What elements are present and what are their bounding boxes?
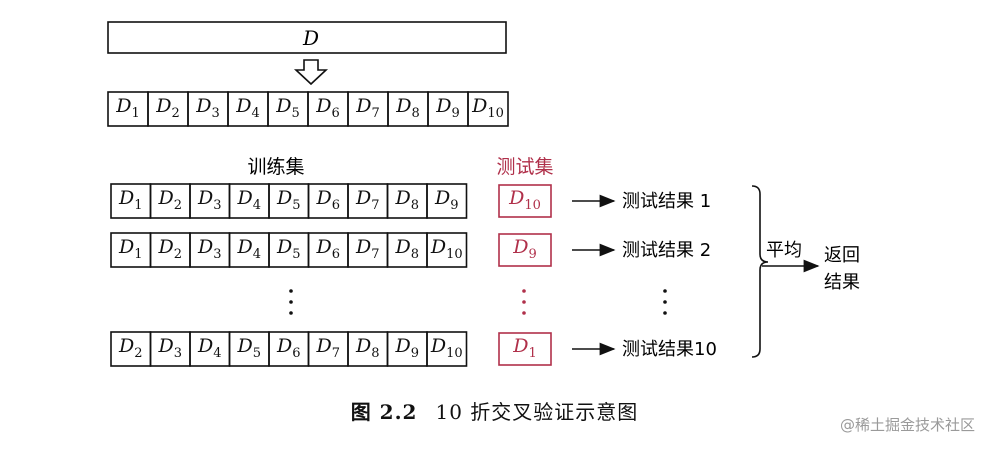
- fold-cell-label: D7: [355, 95, 380, 121]
- fold-cell: [426, 232, 468, 268]
- fold-cell-label: D4: [236, 236, 261, 262]
- fold-cell-label: D3: [195, 95, 220, 121]
- full-split-row: D1 D2 D3 D4 D5 D6 D7 D8 D9 D10: [107, 91, 509, 127]
- fold-cell-label: D8: [394, 236, 419, 262]
- ellipsis-train: [289, 289, 293, 315]
- test-fold-label: D9: [512, 236, 537, 262]
- full-split-cells: D1 D2 D3 D4 D5 D6 D7 D8 D9 D10: [107, 91, 509, 127]
- figure-caption: 图 2.2 10 折交叉验证示意图: [0, 396, 989, 425]
- fold-cell-label: D6: [315, 187, 340, 213]
- fold-cell-label: D1: [118, 236, 143, 262]
- fold-cell-label: D7: [355, 236, 380, 262]
- fold-cell-label: D9: [394, 335, 419, 361]
- fold-cell-label: D4: [236, 187, 261, 213]
- fold-cell-label: D2: [155, 95, 180, 121]
- fold-cell-label: D7: [315, 335, 340, 361]
- test-fold-box: [498, 233, 552, 267]
- test-fold-label: D10: [508, 187, 541, 213]
- fold-cell-label: D5: [276, 236, 301, 262]
- fold-cell-label: D4: [197, 335, 222, 361]
- final-result-line1: 返回: [824, 245, 860, 266]
- fold-cell-label: D10: [471, 95, 504, 121]
- fold-cell-label: D8: [355, 335, 380, 361]
- fold-cell-label: D5: [275, 95, 300, 121]
- fold-cell-label: D7: [355, 187, 380, 213]
- fold-cell-label: D1: [118, 187, 143, 213]
- test-fold-box: [498, 332, 552, 366]
- fold-cell-label: D4: [235, 95, 260, 121]
- dataset-label: D: [302, 26, 319, 50]
- aggregate-brace: [751, 185, 769, 358]
- fold-cell-label: D2: [157, 187, 182, 213]
- average-label: 平均: [766, 240, 802, 261]
- fold-cell-label: D1: [115, 95, 140, 121]
- fold-cell: [467, 91, 509, 127]
- fold-cell-label: D3: [197, 236, 222, 262]
- fold-cell-label: D5: [236, 335, 261, 361]
- split-down-arrow-icon: [293, 59, 329, 86]
- fold-cell-label: D3: [197, 187, 222, 213]
- train-cells: D1 D2 D3 D4 D5 D6 D7 D8 D10: [110, 232, 468, 268]
- fold-cell-label: D2: [118, 335, 143, 361]
- final-result-line2: 结果: [824, 272, 860, 293]
- figure-title: 10 折交叉验证示意图: [435, 400, 639, 424]
- test-result-label: 测试结果 2: [622, 240, 711, 261]
- fold-cell-label: D3: [157, 335, 182, 361]
- fold-cell-label: D9: [434, 187, 459, 213]
- fold-cell-label: D6: [315, 95, 340, 121]
- fold-cell-label: D8: [394, 187, 419, 213]
- fold-cell-label: D2: [157, 236, 182, 262]
- train-set-header: 训练集: [247, 156, 304, 178]
- test-set-header: 测试集: [496, 156, 553, 178]
- train-cells: D1 D2 D3 D4 D5 D6 D7 D8 D9: [110, 183, 468, 219]
- fold-cell: [426, 331, 468, 367]
- ellipsis-results: [663, 289, 667, 315]
- test-result-label: 测试结果10: [622, 339, 717, 360]
- dataset-box: [107, 21, 507, 54]
- fold-cell-label: D5: [276, 187, 301, 213]
- test-fold-box: [498, 184, 552, 218]
- fold-cell-label: D6: [276, 335, 301, 361]
- fold-cell-label: D10: [430, 236, 463, 262]
- fold-cell-label: D10: [430, 335, 463, 361]
- fold-cell: [426, 183, 468, 219]
- ellipsis-test: [522, 289, 526, 315]
- figure-number: 图 2.2: [350, 400, 418, 424]
- test-result-label: 测试结果 1: [622, 191, 711, 212]
- test-fold-label: D1: [512, 335, 537, 361]
- fold-cell-label: D8: [395, 95, 420, 121]
- watermark: @稀土掘金技术社区: [839, 416, 975, 434]
- train-cells: D2 D3 D4 D5 D6 D7 D8 D9 D10: [110, 331, 468, 367]
- fold-cell-label: D9: [435, 95, 460, 121]
- fold-cell-label: D6: [315, 236, 340, 262]
